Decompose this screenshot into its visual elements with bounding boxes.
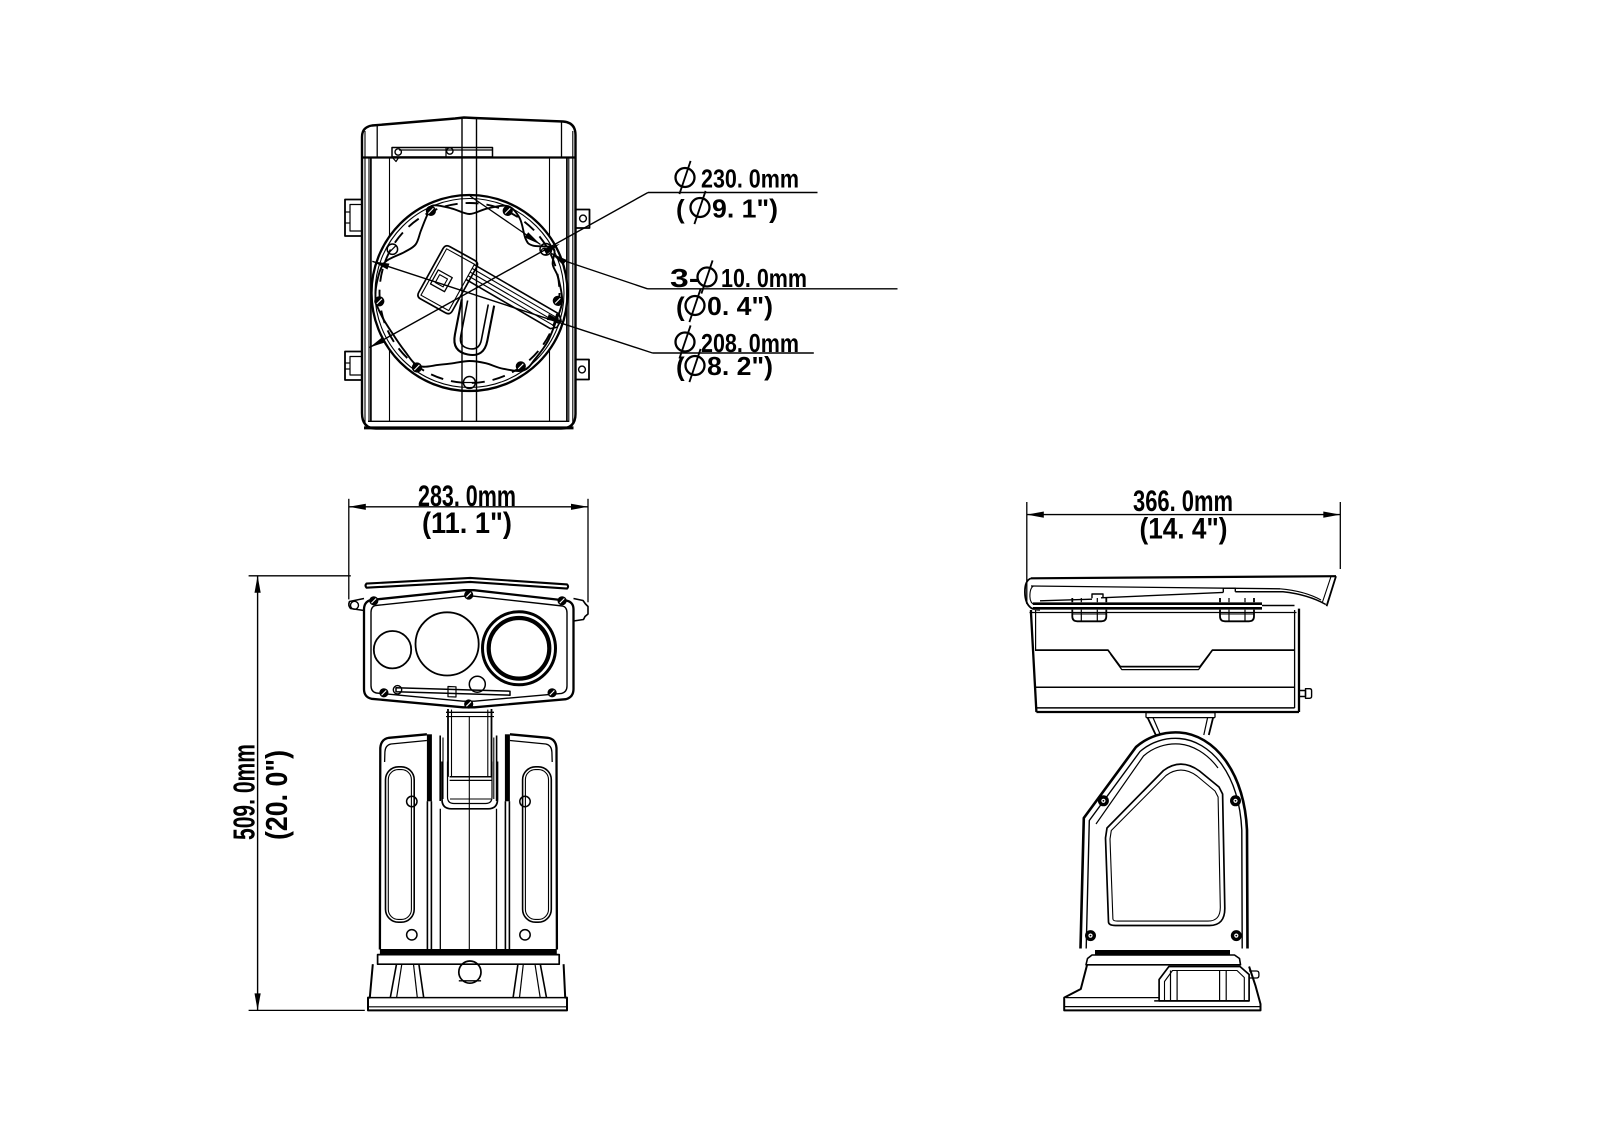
svg-text:509. 0mm: 509. 0mm bbox=[227, 744, 262, 840]
svg-text:208. 0mm: 208. 0mm bbox=[701, 328, 799, 358]
svg-text:(14. 4"): (14. 4") bbox=[1140, 513, 1228, 546]
svg-text:3-: 3- bbox=[670, 263, 700, 293]
svg-text:8. 2"): 8. 2") bbox=[707, 351, 773, 381]
svg-text:(20. 0"): (20. 0") bbox=[259, 750, 294, 840]
svg-text:230. 0mm: 230. 0mm bbox=[701, 164, 799, 194]
svg-text:10. 0mm: 10. 0mm bbox=[721, 263, 807, 293]
svg-text:(11. 1"): (11. 1") bbox=[422, 507, 512, 540]
svg-text:283. 0mm: 283. 0mm bbox=[418, 480, 516, 513]
svg-text:(: ( bbox=[676, 194, 685, 224]
svg-text:9. 1"): 9. 1") bbox=[712, 194, 778, 224]
svg-text:(: ( bbox=[676, 292, 685, 322]
svg-text:366. 0mm: 366. 0mm bbox=[1133, 485, 1233, 518]
svg-text:(: ( bbox=[676, 352, 685, 382]
svg-text:0. 4"): 0. 4") bbox=[707, 291, 773, 321]
